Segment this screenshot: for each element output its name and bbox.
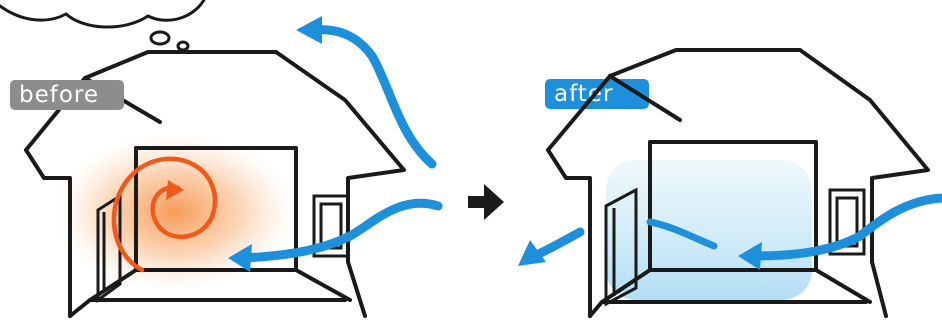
before-label: before [10, 80, 124, 110]
